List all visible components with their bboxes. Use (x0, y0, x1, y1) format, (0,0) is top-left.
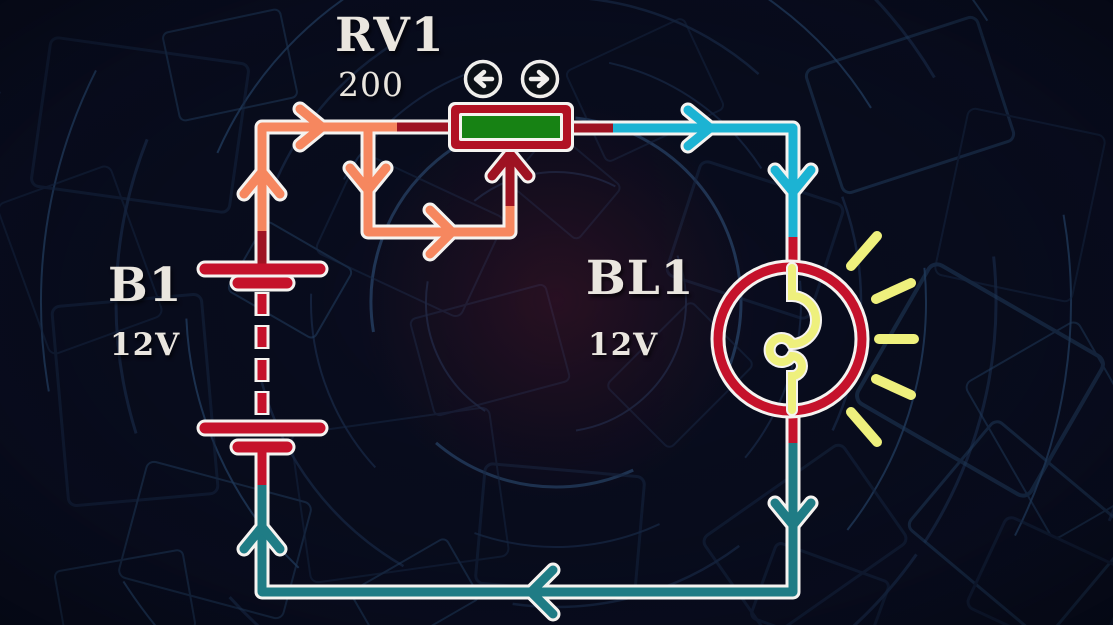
battery-symbol[interactable] (199, 263, 326, 453)
wire-bright-red-segments (257, 237, 798, 485)
rheostat-label: RV1 (335, 8, 445, 63)
bulb-label: BL1 (586, 251, 695, 306)
arrow-left-icon (473, 69, 495, 89)
decrease-resistance-button[interactable] (463, 59, 503, 99)
wire-orange-segments (257, 122, 515, 237)
bulb-voltage: 12V (588, 327, 659, 363)
battery-voltage: 12V (110, 327, 181, 363)
current-direction-arrows (239, 104, 816, 619)
rheostat-track (462, 116, 560, 138)
bulb-filament (765, 264, 820, 414)
bulb-light-rays (846, 231, 919, 447)
battery-label: B1 (108, 258, 183, 313)
wire-dark-red-segments (257, 122, 613, 269)
wire-cyan-segments (613, 123, 798, 237)
rheostat-value: 200 (338, 65, 404, 104)
rheostat-symbol[interactable] (448, 102, 574, 152)
bulb-symbol[interactable] (710, 231, 919, 447)
wire-teal-segments (257, 443, 798, 597)
arrow-right-icon (528, 69, 550, 89)
increase-resistance-button[interactable] (520, 59, 560, 99)
